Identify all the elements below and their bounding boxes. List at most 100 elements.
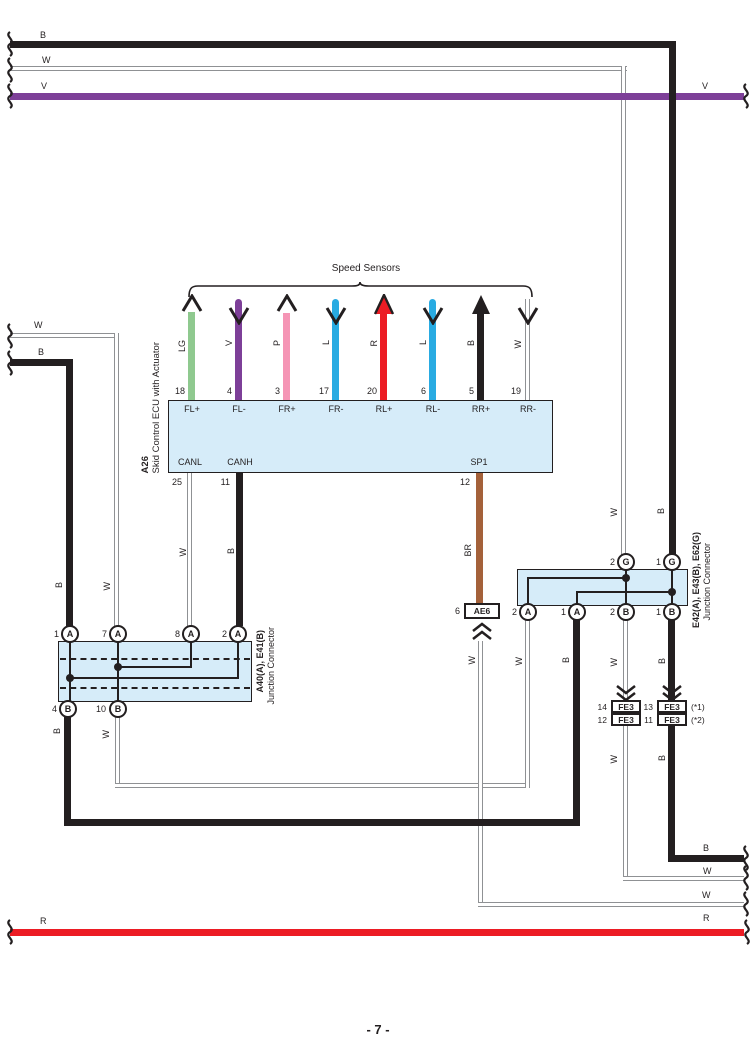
wire-label-b: B	[52, 728, 62, 735]
wire-10b-vertical	[115, 717, 120, 788]
pin-number: 7	[101, 629, 107, 639]
wire-1b-horizontal	[668, 855, 744, 862]
arrow-down-icon	[517, 307, 539, 325]
sensor-wire-color: P	[272, 340, 282, 347]
wire-ae6-horizontal	[478, 902, 744, 907]
junction-node-dot	[114, 663, 122, 671]
ecu-pin-number: 11	[220, 477, 230, 487]
wire-label-w: W	[609, 508, 619, 517]
pin-1g: G	[663, 553, 681, 571]
connector-fe3-number: 12	[597, 715, 607, 725]
wire-b-right-vertical	[669, 41, 676, 555]
junction-internal-wire	[237, 642, 239, 679]
wire-label-v-right: V	[702, 81, 709, 91]
wire-label-br: BR	[463, 544, 473, 557]
connector-fe3-number: 13	[643, 702, 653, 712]
wire-label-b: B	[657, 755, 667, 762]
wire-break-icon	[743, 865, 749, 891]
pin-2b: B	[617, 603, 635, 621]
pin-number: 2	[221, 629, 227, 639]
wire-break-icon	[7, 57, 13, 83]
pin-10b: B	[109, 700, 127, 718]
connector-fe3: FE3	[611, 713, 641, 726]
ecu-pin-number: 17	[318, 386, 329, 396]
wire-break-icon	[744, 919, 750, 945]
connector-ae6: AE6	[464, 603, 500, 619]
wire-label-w: W	[178, 548, 188, 557]
ecu-pin-number: 25	[171, 477, 182, 487]
ecu-pin-number: 5	[468, 386, 474, 396]
ecu-pin-number: 19	[510, 386, 521, 396]
ecu-code: A26	[140, 455, 151, 473]
sensor-wire-fl-minus	[235, 299, 242, 400]
wire-label-w: W	[34, 320, 43, 330]
junction-internal-wire	[190, 642, 192, 668]
junction-right-box	[517, 569, 688, 606]
pin-1b: B	[663, 603, 681, 621]
ecu-pin-number: 6	[420, 386, 426, 396]
junction-internal-wire	[69, 642, 71, 701]
wire-break-icon	[743, 83, 749, 109]
wire-label-b: B	[657, 658, 667, 665]
double-arrow-down-icon	[616, 685, 636, 701]
wire-label-b: B	[656, 508, 666, 515]
wire-b-top-horizontal	[10, 41, 676, 48]
arrow-up-icon	[472, 295, 490, 314]
wire-1b-vertical-lower	[668, 726, 675, 861]
pin-number: 4	[51, 704, 57, 714]
pin-1a: A	[61, 625, 79, 643]
speed-sensors-title: Speed Sensors	[331, 263, 401, 274]
pin-1a: A	[568, 603, 586, 621]
pin-number: 2	[511, 607, 517, 617]
sensor-wire-fr-minus	[332, 299, 339, 400]
wire-label-w: W	[467, 656, 477, 665]
pin-number: 1	[655, 607, 661, 617]
wire-break-icon	[7, 919, 13, 945]
arrow-up-icon	[373, 294, 395, 315]
junction-node-dot	[66, 674, 74, 682]
page-number: - 7 -	[366, 1022, 390, 1037]
ecu-box	[168, 400, 553, 473]
junction-right-name: Junction Connector	[702, 543, 712, 621]
ecu-terminal-label: RR-	[520, 404, 536, 414]
wire-w-7a-vertical	[114, 333, 119, 626]
wire-label-w: W	[609, 755, 619, 764]
arrow-up-icon	[276, 294, 298, 312]
pin-7a: A	[109, 625, 127, 643]
arrow-up-icon	[181, 294, 203, 312]
connector-ae6-number: 6	[454, 606, 460, 616]
pin-number: 1	[53, 629, 59, 639]
junction-internal-wire	[576, 591, 673, 593]
wire-4b-vertical	[64, 717, 71, 826]
wire-w-left-horizontal	[10, 333, 119, 338]
wire-label-r: R	[703, 913, 710, 923]
junction-internal-wire	[70, 677, 239, 679]
junction-left-dashed-line	[60, 687, 250, 689]
ecu-pin-number: 12	[459, 477, 470, 487]
pin-number: 1	[655, 557, 661, 567]
ecu-pin-number: 4	[226, 386, 232, 396]
junction-internal-wire	[117, 642, 119, 701]
wire-label-w: W	[102, 582, 112, 591]
wire-label-v: V	[41, 81, 48, 91]
ecu-terminal-sp1: SP1	[470, 457, 488, 467]
ecu-terminal-label: FR+	[278, 404, 296, 414]
pin-2g: G	[617, 553, 635, 571]
junction-internal-wire	[576, 591, 578, 606]
wire-break-icon	[743, 891, 749, 917]
pin-number: 1	[560, 607, 566, 617]
connector-fe3-note: (*1)	[691, 702, 705, 712]
arrow-down-icon	[422, 307, 444, 325]
pin-number: 10	[95, 704, 106, 714]
sensor-wire-color: L	[321, 340, 331, 346]
arrow-down-icon	[325, 307, 347, 325]
sensor-wire-color: W	[513, 340, 523, 349]
wire-v-top-horizontal	[10, 93, 744, 100]
sensor-wire-color: LG	[177, 340, 187, 353]
ecu-terminal-label: RR+	[471, 404, 491, 414]
ecu-pin-number: 3	[274, 386, 280, 396]
junction-left-dashed-line	[60, 658, 250, 660]
ecu-pin-number: 18	[174, 386, 185, 396]
ecu-terminal-canl: CANL	[177, 457, 202, 467]
wire-10b-to-2a-horizontal	[115, 783, 530, 788]
